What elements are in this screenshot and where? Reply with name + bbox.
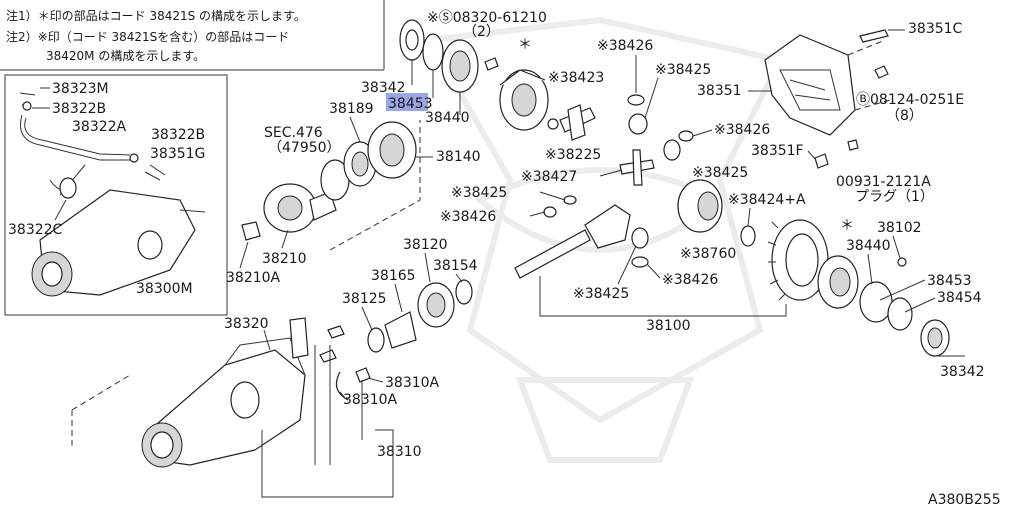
label-38322B-inset: 38322B	[151, 127, 205, 143]
label-38425-c: ※38425	[692, 165, 748, 181]
side-bearing-stack-left	[399, 19, 479, 115]
label-38102: 38102	[877, 220, 922, 236]
bracket-38310	[261, 429, 394, 498]
diff-case	[499, 69, 549, 131]
label-38322A: 38322A	[72, 119, 127, 135]
label-38310A-a: 38310A	[385, 375, 440, 391]
label-38120: 38120	[403, 237, 448, 253]
rear-cover	[764, 29, 891, 169]
carrier-housing	[71, 317, 371, 468]
label-38426-d: ※38426	[662, 272, 718, 288]
label-38140: 38140	[436, 149, 481, 165]
figure-code: A380B255	[928, 492, 1001, 508]
label-star-right: ＊	[840, 218, 854, 234]
label-plug: プラグ（1）	[855, 189, 934, 205]
label-38323M: 38323M	[52, 81, 109, 97]
label-38423: ※38423	[548, 70, 604, 86]
label-38425-a: ※38425	[655, 62, 711, 78]
note-2-line-1: 注2）※印（コード 38421Sを含む）の部品はコード	[6, 29, 289, 44]
label-38225: ※38225	[545, 147, 601, 163]
label-38210A: 38210A	[226, 270, 281, 286]
ring-gear	[767, 219, 829, 301]
label-38427: ※38427	[521, 169, 577, 185]
label-38322C: 38322C	[8, 222, 63, 238]
label-38426-a: ※38426	[597, 38, 653, 54]
leader-lines-38310	[314, 345, 363, 465]
label-38425-d: ※38425	[573, 286, 629, 302]
label-00931-2121A: 00931-2121A	[836, 174, 931, 190]
label-38100: 38100	[646, 318, 691, 334]
label-08320-61210: ※Ⓢ08320-61210	[427, 10, 547, 26]
label-08124-0251E: Ⓑ08124-0251E	[856, 92, 964, 108]
label-38351G: 38351G	[150, 146, 205, 162]
label-08124-qty: （8）	[886, 108, 923, 124]
label-38351: 38351	[697, 83, 742, 99]
label-38440-right: 38440	[846, 238, 891, 254]
label-38426-b: ※38426	[440, 209, 496, 225]
label-38454: 38454	[937, 290, 982, 306]
label-38760: ※38760	[680, 246, 736, 262]
label-38300M: 38300M	[136, 281, 193, 297]
label-38125: 38125	[342, 291, 387, 307]
label-38210: 38210	[262, 251, 307, 267]
side-bearing-stack-right	[817, 255, 950, 357]
bracket-38100	[539, 276, 787, 317]
companion-flange	[241, 183, 337, 241]
label-38351F: 38351F	[751, 143, 804, 159]
label-08320-qty: （2）	[463, 24, 500, 40]
inset-box: 38323M 38322B 38322A 38322B 38351G 38322…	[4, 74, 228, 316]
label-38440-left: 38440	[425, 110, 470, 126]
label-38154: 38154	[433, 258, 478, 274]
note-1: 注1）＊印の部品はコード 38421S の構成を示します。	[6, 8, 306, 23]
label-sec476: SEC.476	[264, 125, 323, 141]
label-38424: ※38424+A	[728, 192, 806, 208]
pinion-bearing-group	[367, 279, 473, 353]
label-38342-right: 38342	[940, 364, 985, 380]
label-38425-b: ※38425	[451, 185, 507, 201]
label-38453-left: 38453	[388, 96, 433, 112]
label-38189: 38189	[329, 101, 374, 117]
label-38165: 38165	[371, 268, 416, 284]
label-38322B: 38322B	[52, 101, 106, 117]
label-38426-c: ※38426	[714, 122, 770, 138]
label-star-top: ＊	[518, 37, 532, 53]
label-38310A-b: 38310A	[343, 392, 398, 408]
label-38342-left: 38342	[361, 80, 406, 96]
drive-pinion	[514, 204, 649, 279]
notes-box: 注1）＊印の部品はコード 38421S の構成を示します。 注2）※印（コード …	[0, 0, 385, 71]
pinion-bearing	[677, 179, 723, 233]
label-38351C: 38351C	[908, 21, 963, 37]
label-38320: 38320	[224, 316, 269, 332]
label-sec476-code: （47950）	[268, 140, 341, 156]
note-2-line-2: 38420M の構成を示します。	[46, 49, 205, 63]
highlight-38453	[386, 93, 428, 111]
label-38453-right: 38453	[927, 273, 972, 289]
front-bearing-group	[320, 120, 421, 251]
label-38310: 38310	[377, 444, 422, 460]
